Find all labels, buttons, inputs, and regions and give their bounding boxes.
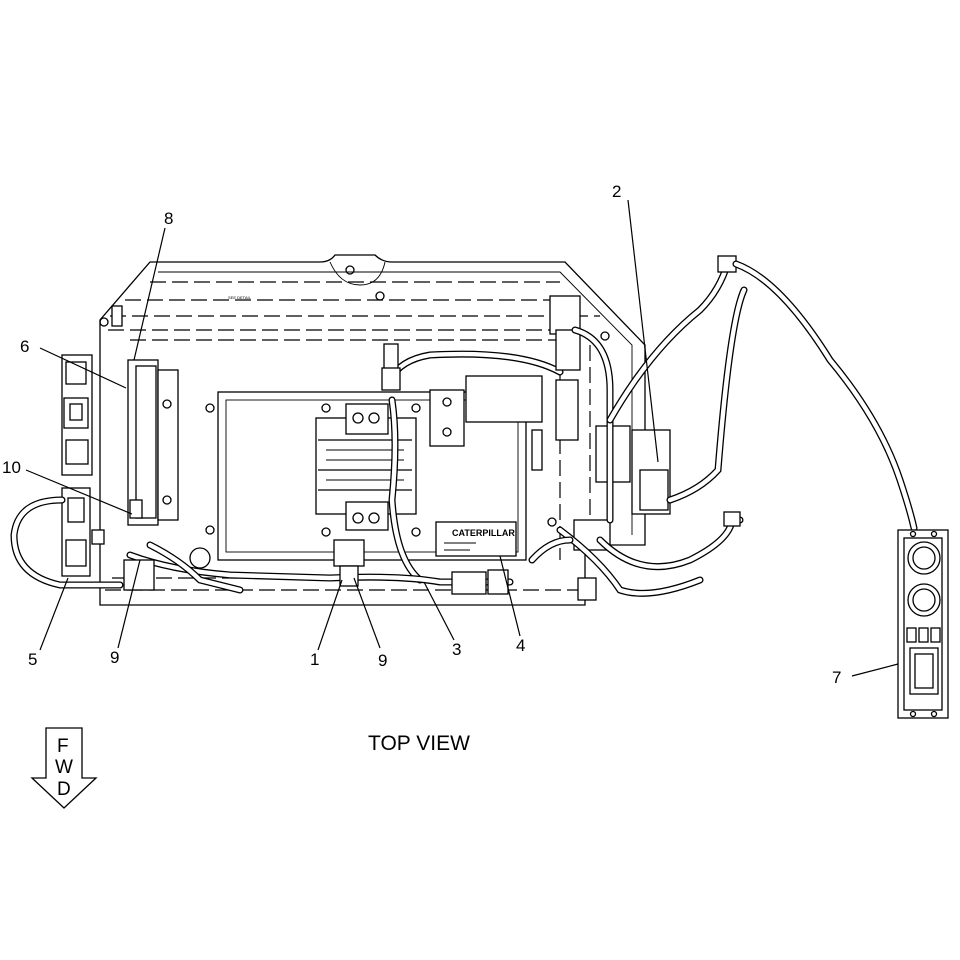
fwd-letter-w: W [55,757,73,778]
callout-3: 3 [452,640,461,659]
left-connector [10,487,124,589]
callout-2: 2 [612,182,621,201]
harness-wiring [123,343,564,595]
control-cable [732,260,918,532]
view-title: TOP VIEW [368,732,470,755]
electronic-module [127,359,179,526]
callout-10: 10 [2,458,21,477]
forward-arrow-icon: F W D [30,727,98,809]
fwd-letter-d: D [57,779,71,800]
callout-8: 8 [164,209,173,228]
right-harness [528,255,748,601]
callout-1: 1 [310,650,319,669]
callout-9-left: 9 [110,648,119,667]
mounting-plate: SEE DETAIL [99,254,646,606]
callout-4: 4 [516,636,525,655]
logo-text: CATERPILLAR [452,528,515,538]
caterpillar-label: CATERPILLAR [435,521,517,557]
callout-5: 5 [28,650,37,669]
center-panel [189,391,557,569]
transformer [315,375,543,531]
svg-text:SEE DETAIL: SEE DETAIL [228,295,252,300]
control-panel [897,529,949,719]
callout-7: 7 [832,668,841,687]
leader-lines [25,199,899,677]
callout-9-center: 9 [378,651,387,670]
fwd-letter-f: F [57,736,69,757]
callout-6: 6 [20,337,29,356]
side-bracket [61,354,93,476]
callouts: 8 2 6 10 5 9 1 9 3 4 7 [2,182,841,687]
